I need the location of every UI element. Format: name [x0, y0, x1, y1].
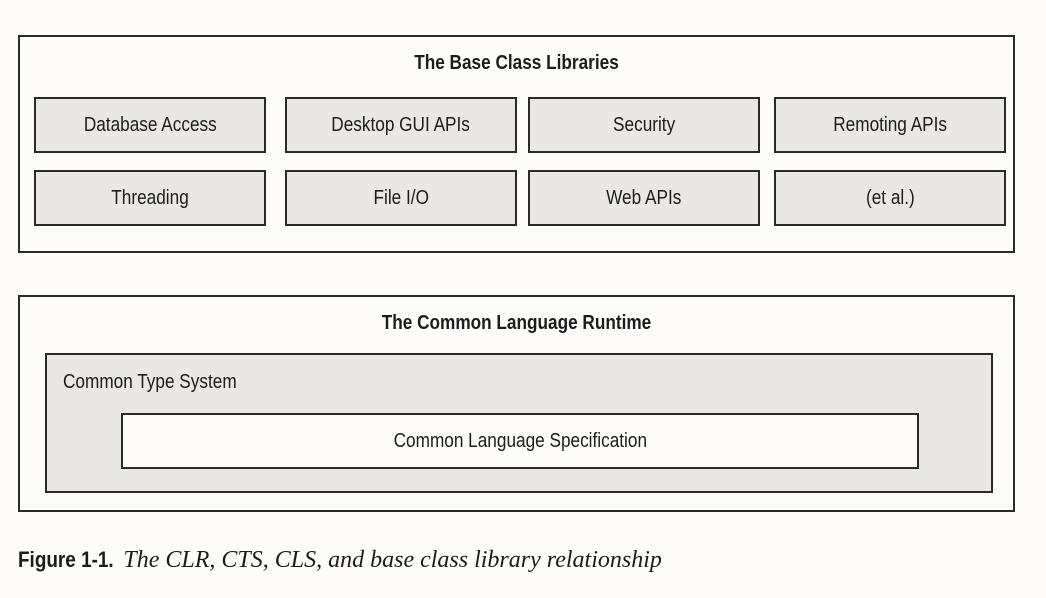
library-box-file-io: File I/O: [285, 170, 517, 226]
common-language-runtime-title: The Common Language Runtime: [381, 312, 652, 334]
figure-caption: Figure 1-1. The CLR, CTS, CLS, and base …: [18, 547, 662, 574]
common-language-specification-box: Common Language Specification: [121, 413, 919, 469]
library-label: File I/O: [373, 186, 429, 209]
base-class-libraries-panel: The Base Class Libraries Database Access…: [18, 35, 1015, 253]
library-label: Remoting APIs: [833, 113, 947, 136]
library-label: Web APIs: [606, 186, 682, 209]
common-language-specification-label: Common Language Specification: [393, 429, 647, 452]
figure-number: Figure 1-1.: [18, 547, 114, 572]
library-box-database-access: Database Access: [34, 97, 266, 153]
library-box-desktop-gui-apis: Desktop GUI APIs: [285, 97, 517, 153]
figure-caption-text: The CLR, CTS, CLS, and base class librar…: [123, 547, 662, 573]
library-label: Desktop GUI APIs: [331, 113, 471, 136]
library-box-et-al: (et al.): [774, 170, 1006, 226]
library-box-security: Security: [528, 97, 760, 153]
common-type-system-box: Common Type System Common Language Speci…: [45, 353, 993, 493]
library-box-web-apis: Web APIs: [528, 170, 760, 226]
library-box-threading: Threading: [34, 170, 266, 226]
base-class-libraries-title: The Base Class Libraries: [414, 52, 619, 74]
library-label: Database Access: [83, 113, 217, 136]
library-box-remoting-apis: Remoting APIs: [774, 97, 1006, 153]
library-label: Threading: [111, 186, 189, 209]
library-label: Security: [612, 113, 676, 136]
common-language-runtime-panel: The Common Language Runtime Common Type …: [18, 295, 1015, 512]
library-label: (et al.): [865, 186, 915, 209]
common-type-system-label: Common Type System: [63, 371, 237, 393]
